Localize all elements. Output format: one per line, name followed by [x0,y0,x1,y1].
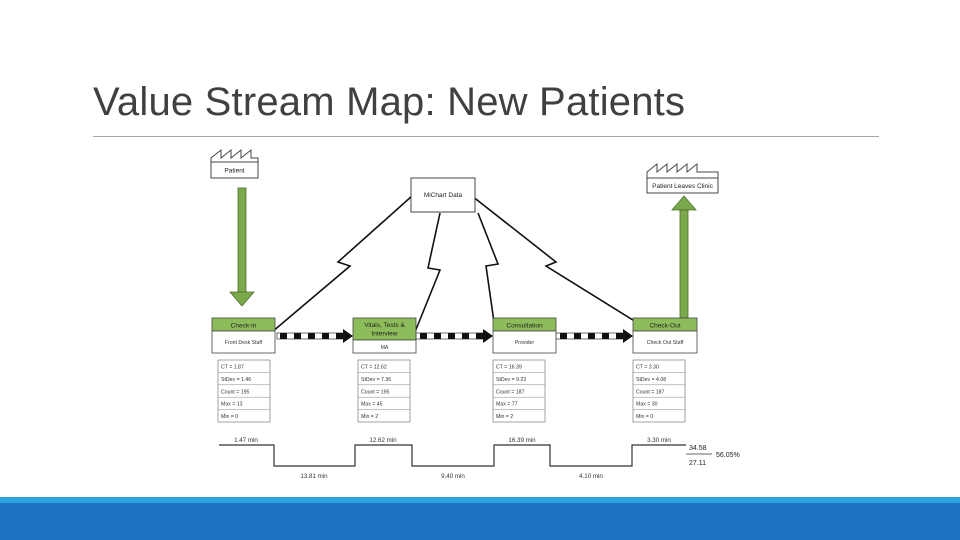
process-staff: Check Out Staff [647,340,684,346]
wait-time: 9.40 min [441,473,465,480]
process-time: 12.62 min [369,437,397,444]
patient-arrival-arrow [229,187,255,307]
stat-min: Min = 0 [221,414,238,420]
push-arrows [276,329,633,343]
patient-exit-arrow [671,195,697,319]
process-time: 3.30 min [647,437,671,444]
clinic-exit-label: Patient Leaves Clinic [652,183,713,190]
process-name: Check-Out [649,323,680,330]
footer-accent-strip [0,497,960,503]
michart-data-label: MiChart Data [424,192,463,199]
wait-time: 4.10 min [579,473,603,480]
process-staff: MA [381,345,389,351]
title-divider [93,136,879,137]
timeline-ladder: 1.47 min 12.62 min 16.39 min 3.30 min 13… [219,437,740,480]
stat-stdev: StDev = 1.46 [221,377,251,383]
stat-stdev: StDev = 9.23 [496,377,526,383]
stat-stdev: StDev = 4.08 [636,377,666,383]
stat-count: Count = 195 [221,389,250,395]
total-top: 34.58 [689,445,707,452]
stat-count: Count = 195 [361,389,390,395]
stat-ct: CT = 16.39 [496,365,522,371]
process-name-line2: Interview [371,331,397,338]
stat-min: Min = 0 [636,414,653,420]
process-staff: Provider [515,340,535,346]
efficiency-percent: 56.05% [716,452,740,459]
stat-ct: CT = 12.62 [361,365,387,371]
stat-stdev: StDev = 7.36 [361,377,391,383]
process-name: Check-in [231,323,257,330]
patient-factory-icon: Patient [210,148,259,179]
stat-ct: CT = 3.30 [636,365,659,371]
process-staff: Front Desk Staff [225,340,263,346]
wait-time: 13.81 min [300,473,328,480]
stat-max: Max = 45 [361,402,383,408]
process-checkout: Check-Out Check Out Staff CT = 3.30 StDe… [632,317,698,423]
information-flow-lines [271,195,637,333]
process-consultation: Consultation Provider CT = 16.39 StDev =… [492,317,557,423]
process-name-line1: Vitals, Tests & [364,322,405,329]
footer-band [0,497,960,540]
clinic-exit-factory-icon: Patient Leaves Clinic [646,162,719,194]
stat-max: Max = 30 [636,402,658,408]
michart-data-box: MiChart Data [410,177,476,213]
process-time: 16.39 min [508,437,536,444]
process-time: 1.47 min [234,437,258,444]
stat-min: Min = 2 [496,414,513,420]
stat-ct: CT = 1.87 [221,365,244,371]
stat-max: Max = 77 [496,402,518,408]
process-name: Consultation [506,323,543,330]
process-vitals: Vitals, Tests & Interview MA CT = 12.62 … [352,317,417,423]
total-bottom: 27.11 [689,460,706,467]
stat-count: Count = 187 [496,389,525,395]
patient-source-label: Patient [224,168,244,175]
process-checkin: Check-in Front Desk Staff CT = 1.87 StDe… [211,317,276,423]
stat-count: Count = 187 [636,389,665,395]
slide-title: Value Stream Map: New Patients [93,80,686,124]
stat-min: Min = 2 [361,414,378,420]
stat-max: Max = 13 [221,402,243,408]
